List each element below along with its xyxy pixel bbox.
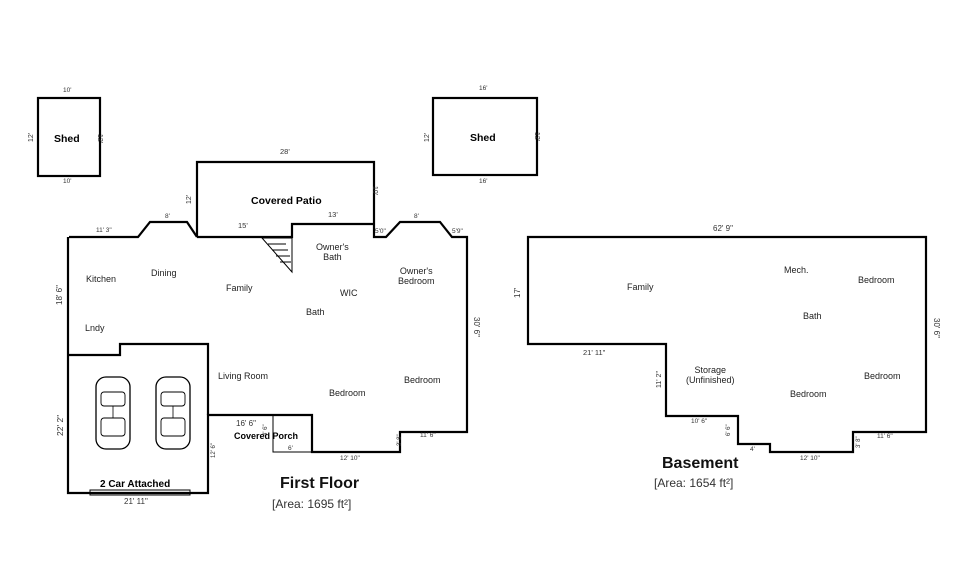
ff-dim-bottom: 12' 10" xyxy=(340,455,360,462)
bsmt-room-bedroom-a: Bedroom xyxy=(858,275,895,285)
shed-right-label: Shed xyxy=(470,132,496,144)
shed-right-dim-right: 12' xyxy=(533,132,540,142)
shed-right-dim-left: 12' xyxy=(424,132,431,142)
shed-left-dim-right: 12' xyxy=(96,134,103,144)
ff-dim-top-left: 11' 3" xyxy=(96,227,112,234)
car-right-icon xyxy=(155,376,191,450)
garage-label: 2 Car Attached xyxy=(100,479,171,490)
ff-dim-porch-bottom: 6' xyxy=(288,445,293,452)
patio-dim-a: 15' xyxy=(238,221,248,230)
shed-left-dim-bottom: 10' xyxy=(63,178,72,185)
ff-dim-small-b: 5'9" xyxy=(452,228,463,235)
first-floor-outline xyxy=(66,220,469,495)
bsmt-dim-mid-left: 21' 11" xyxy=(583,348,606,357)
patio-dim-left: 12' xyxy=(186,194,193,204)
shed-left-outline xyxy=(36,96,102,178)
room-living-room: Living Room xyxy=(218,371,269,381)
bsmt-dim-bottom-right: 11' 6" xyxy=(877,433,893,440)
first-floor-area: [Area: 1695 ft²] xyxy=(272,497,352,511)
bsmt-dim-mid-vert: 11' 2" xyxy=(656,371,663,388)
room-family: Family xyxy=(226,283,253,293)
shed-left-dim-top: 10' xyxy=(63,87,72,94)
garage-door xyxy=(89,489,191,496)
car-left-icon xyxy=(95,376,131,450)
shed-right-dim-top: 16' xyxy=(479,85,488,92)
covered-porch-outline xyxy=(272,414,313,453)
bsmt-dim-left: 17' xyxy=(513,287,522,298)
basement-area: [Area: 1654 ft²] xyxy=(654,476,734,490)
shed-right-outline xyxy=(431,96,539,177)
bsmt-dim-step: 3' 8" xyxy=(856,436,862,448)
bsmt-room-mech: Mech. xyxy=(784,265,809,275)
bsmt-dim-top: 62' 9" xyxy=(713,224,733,233)
bsmt-room-bedroom-c: Bedroom xyxy=(864,371,901,381)
patio-inner-wall xyxy=(197,222,374,239)
patio-dim-right: 10' xyxy=(371,186,378,196)
bsmt-dim-tiny: 4' xyxy=(750,446,755,453)
patio-outline xyxy=(195,160,376,237)
shed-left-dim-left: 12' xyxy=(28,132,35,142)
ff-dim-small-a: 5'0" xyxy=(375,228,386,235)
patio-dim-top: 28' xyxy=(280,147,290,156)
ff-dim-bay-right: 8' xyxy=(414,213,419,220)
basement-title: Basement xyxy=(662,455,739,472)
room-wic: WIC xyxy=(340,288,358,298)
room-kitchen: Kitchen xyxy=(86,274,117,284)
shed-right-dim-bottom: 16' xyxy=(479,178,488,185)
ff-dim-left: 18' 6" xyxy=(55,285,64,305)
bsmt-room-storage: Storage (Unfinished) xyxy=(686,365,735,386)
room-bath: Bath xyxy=(306,307,325,317)
garage-dim-bottom: 21' 11" xyxy=(124,497,148,506)
room-laundry: Lndy xyxy=(85,323,105,333)
room-owners-bath: Owner's Bath xyxy=(316,242,349,262)
garage-dim-left: 22' 2" xyxy=(55,414,65,436)
ff-dim-bottom-right: 11' 6" xyxy=(420,432,436,439)
room-covered-porch: Covered Porch xyxy=(234,431,299,441)
shed-left-label: Shed xyxy=(54,133,80,145)
bsmt-dim-lower-a: 10' 6" xyxy=(691,418,708,425)
bsmt-room-bath: Bath xyxy=(803,311,822,321)
bsmt-dim-bottom: 12' 10" xyxy=(800,455,820,462)
room-bedroom-1: Bedroom xyxy=(329,388,366,398)
ff-dim-porch-top: 16' 6" xyxy=(236,419,256,428)
patio-label: Covered Patio xyxy=(251,195,322,207)
stair-treads xyxy=(268,243,291,263)
bsmt-room-family: Family xyxy=(627,282,654,292)
patio-dim-b: 13' xyxy=(328,210,338,219)
room-bedroom-2: Bedroom xyxy=(404,375,441,385)
garage-wall xyxy=(68,342,210,415)
basement-outline xyxy=(526,235,928,454)
bsmt-dim-right: 30' 6" xyxy=(932,318,941,338)
ff-dim-step: 3' 8" xyxy=(397,434,403,446)
ff-dim-bay-left: 8' xyxy=(165,213,170,220)
room-dining: Dining xyxy=(151,268,177,278)
ff-dim-right: 30' 6" xyxy=(472,317,481,337)
first-floor-title: First Floor xyxy=(280,475,360,492)
bsmt-room-bedroom-b: Bedroom xyxy=(790,389,827,399)
bsmt-dim-lower-vert: 6' 6" xyxy=(726,424,732,436)
ff-dim-lower-left: 12' 6" xyxy=(211,443,217,458)
room-owners-bedroom: Owner's Bedroom xyxy=(398,266,435,286)
stair-wedge xyxy=(260,237,293,274)
